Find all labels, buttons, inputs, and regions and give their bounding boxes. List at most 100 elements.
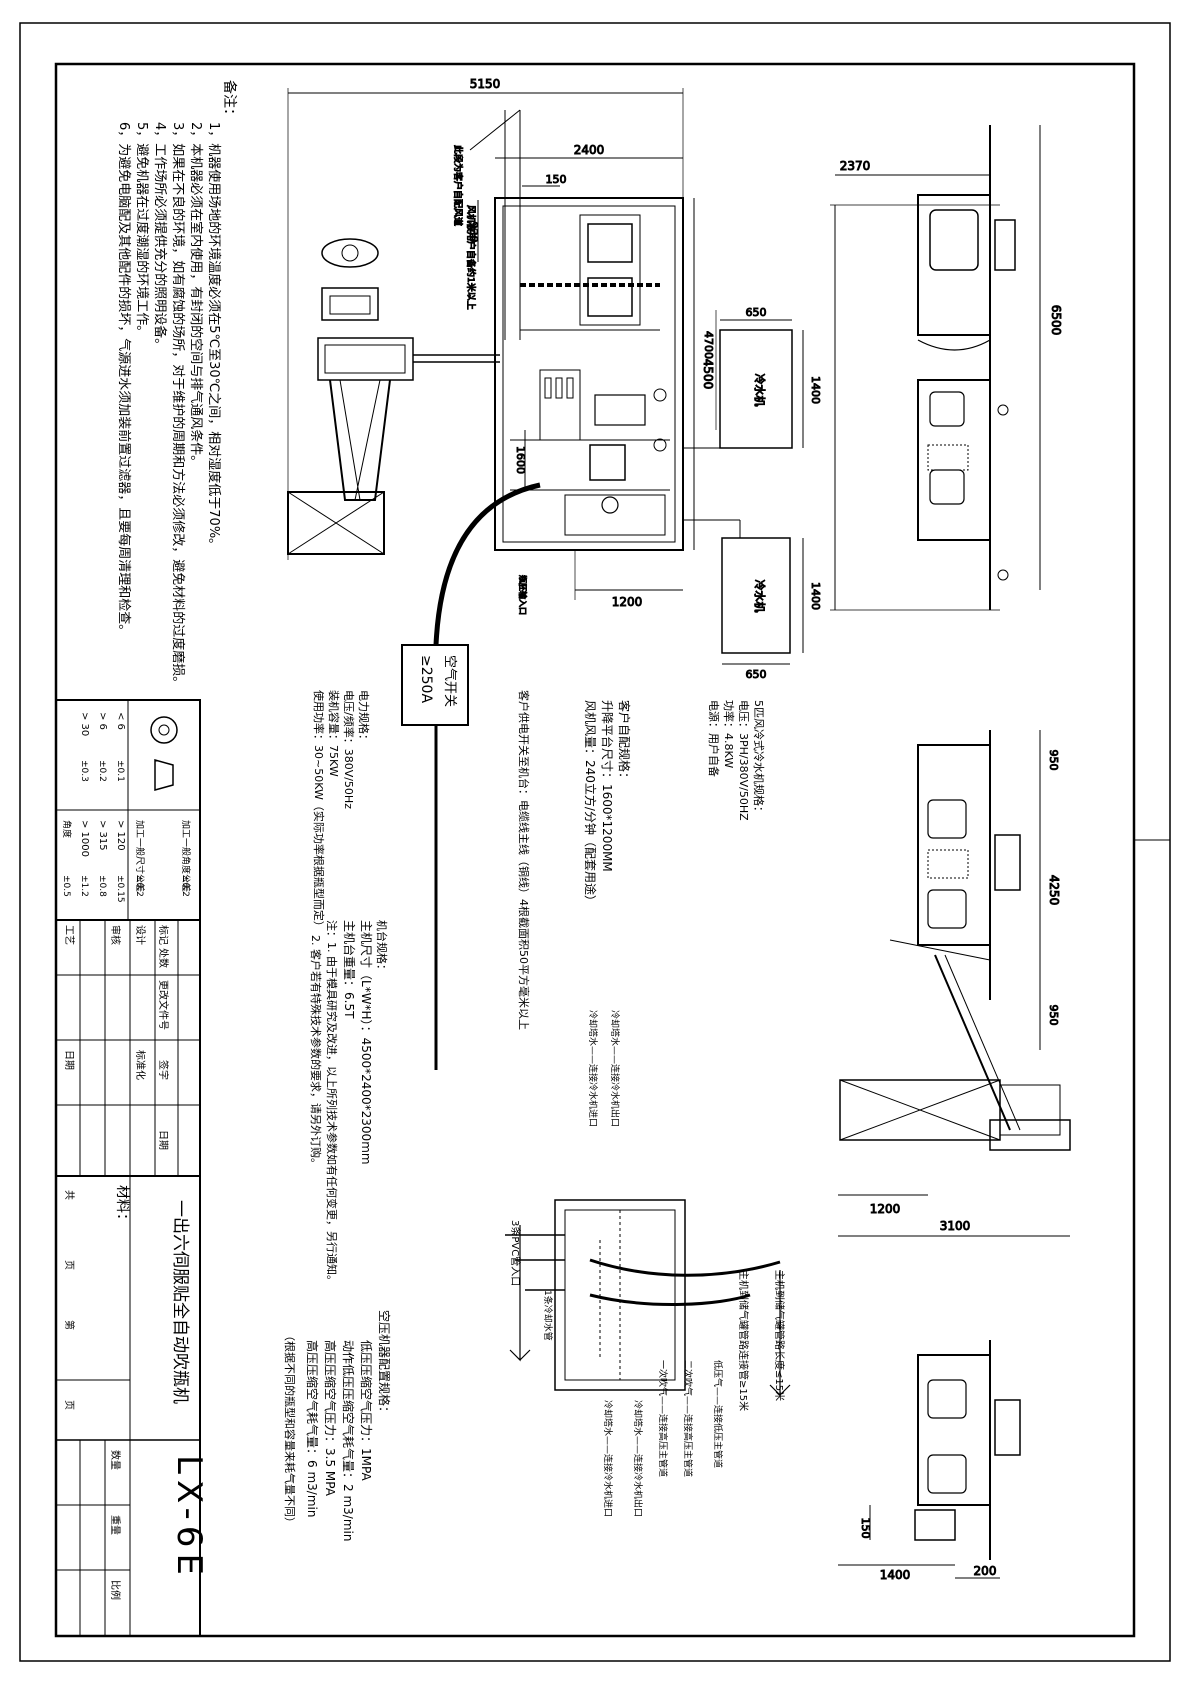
dim-650-top: 650 bbox=[746, 306, 767, 319]
dim-1200: 1200 bbox=[612, 595, 643, 609]
end-elevation: 150 1400 200 bbox=[838, 1340, 1021, 1583]
side-elevation-top: 2370 6500 bbox=[830, 125, 1064, 611]
tol-header-right: 加工一般角度公差 bbox=[180, 820, 192, 892]
cable-note: 客户供电开关至机台：电缆线主线（铜线）4根截面积50平方毫米以上 bbox=[517, 690, 531, 1030]
feeder-inlet-label: 瓶胚输入口 bbox=[518, 575, 528, 615]
chiller-spec-voltage: 电压：3PH/380V/50HZ bbox=[737, 700, 750, 821]
power-total: 装机容量：75KW bbox=[327, 690, 341, 777]
power-usage: 使用功率：30~50KW（实际功率根据瓶型而定） bbox=[312, 690, 326, 932]
tol-right-extra: ±0.2 bbox=[180, 875, 190, 897]
tb-sign: 签字 bbox=[157, 1060, 170, 1080]
remark-5: 5，避免机器在过度潮湿的环境工作。 bbox=[134, 122, 150, 338]
tol-r3-c: > 1000 bbox=[79, 820, 90, 857]
power-heading: 电力规格： bbox=[357, 690, 371, 745]
dim-6500: 6500 bbox=[1049, 305, 1063, 336]
machine-spec-weight: 主机台重量：6.5T bbox=[342, 920, 357, 1019]
pipe-item-2: 冷却塔水——连接冷水机进口 bbox=[587, 1010, 599, 1127]
tb-design: 设计 bbox=[134, 925, 147, 945]
tb-file-no: 更改文件号 bbox=[157, 980, 170, 1030]
tol-r1-d: ±0.15 bbox=[115, 875, 125, 903]
air-low-flow: 动作低压压缩空气耗气量：2 m3/min bbox=[341, 1340, 356, 1541]
customer-prep-airflow: 风机风量：240立方/分钟（配套用途） bbox=[583, 700, 598, 907]
machine-outline bbox=[494, 197, 684, 551]
tb-process: 工艺 bbox=[63, 925, 75, 945]
tb-sheet: 第 bbox=[63, 1320, 76, 1330]
chiller-1 bbox=[719, 329, 793, 449]
air-high-pressure: 高压压缩空气压力：3.5 MPA bbox=[323, 1340, 338, 1497]
dim-4250: 4250 bbox=[1047, 875, 1061, 906]
remark-2: 2，本机器必须在室内使用，有封闭的空间与排气通风条件。 bbox=[188, 122, 204, 468]
dim-930: 930 bbox=[467, 222, 480, 243]
plan-view: 5150 2400 150 930 4500 bbox=[287, 77, 823, 682]
air-spec: 空压机器配置规格： 低压压缩空气压力：1MPA 动作低压压缩空气耗气量：2 m3… bbox=[283, 1310, 392, 1541]
tb-standard: 标准化 bbox=[134, 1050, 147, 1080]
pvc-note: 1条冷却水管 bbox=[542, 1290, 554, 1341]
switch-label-2: ≥250A bbox=[418, 655, 434, 703]
tol-left-extra: ±0.2 bbox=[134, 875, 144, 897]
chiller-spec: 5匹风冷式冷水机规格： 电压：3PH/380V/50HZ 功率：4.8KW 电源… bbox=[707, 700, 766, 821]
tol-r1-a: < 6 bbox=[115, 712, 126, 730]
model-number: LX-6E bbox=[169, 1455, 209, 1581]
dim-2400: 2400 bbox=[574, 143, 605, 157]
pipe-diagram bbox=[505, 1199, 791, 1397]
power-voltage: 电压/频率：380V/50Hz bbox=[342, 690, 356, 809]
tb-weight: 重量 bbox=[109, 1515, 122, 1535]
pvc-inlet: 3条PVC管入口 bbox=[509, 1220, 522, 1286]
dim-950-top: 950 bbox=[1047, 750, 1060, 771]
pipe-item-1: 冷却塔水——连接冷水机出口 bbox=[609, 1010, 621, 1127]
chiller-2-label: 冷水机 bbox=[753, 580, 767, 613]
tol-r1-c: > 120 bbox=[115, 820, 126, 851]
title-block-text: 加工一般尺寸公差 加工一般角度公差 ±0.2 ±0.2 < 6 ±0.1 > 6… bbox=[61, 712, 209, 1600]
switch-label-1: 空气开关 bbox=[442, 655, 458, 707]
tb-total: 共 bbox=[63, 1190, 75, 1200]
projection-symbol bbox=[150, 716, 178, 744]
tol-r4-c: 角度 bbox=[61, 820, 73, 838]
air-spec-heading: 空压机器配置规格： bbox=[377, 1310, 392, 1418]
tb-date: 日期 bbox=[157, 1130, 169, 1150]
air-switch-box: 空气开关 ≥250A bbox=[401, 644, 469, 1070]
remark-6: 6，为避免电脑配及其他配件的损坏，气源进水须加装前置过滤器，且要每周清理和检查。 bbox=[116, 122, 132, 637]
tb-page-2: 页 bbox=[63, 1400, 75, 1410]
dim-5150: 5150 bbox=[470, 77, 501, 91]
pipe-main-note: 主机到储气罐管路长度≤15米 bbox=[773, 1270, 786, 1401]
tb-review: 审核 bbox=[109, 925, 122, 945]
machine-spec: 机台规格： 主机尺寸（L*W*H）：4500*2400*2300mm 主机台重量… bbox=[309, 920, 389, 1286]
dim-4700: 4700 bbox=[702, 331, 715, 359]
dim-1400-bottom: 1400 bbox=[809, 582, 822, 610]
duct-note-2: 风机被用户自备约1米以上 bbox=[465, 205, 477, 310]
pipe-item-7: 冷却塔水——连接冷水机进口 bbox=[602, 1400, 614, 1517]
remark-4: 4，工作场所必须提供充分的照明设备。 bbox=[152, 122, 168, 351]
machine-spec-heading: 机台规格： bbox=[375, 920, 389, 975]
air-low-pressure: 低压压缩空气压力：1MPA bbox=[359, 1340, 374, 1481]
unscrambler bbox=[321, 238, 379, 268]
tol-header-left: 加工一般尺寸公差 bbox=[134, 820, 146, 892]
machine-spec-note1: 注：1. 由于模具研究及改进，以上所列技术参数如有任何变更，另行通知。 bbox=[325, 920, 339, 1286]
tol-r3-b: ±0.3 bbox=[79, 760, 89, 782]
chiller-2 bbox=[721, 537, 791, 654]
side-elevation-middle: 950 4250 950 bbox=[889, 730, 1062, 1131]
remark-3: 3，如果在不良的环境，如有腐蚀的场所，对于维护的周期和方法必须修改，避免材料的过… bbox=[170, 122, 186, 689]
power-spec: 电力规格： 电压/频率：380V/50Hz 装机容量：75KW 使用功率：30~… bbox=[312, 690, 531, 1030]
remarks-heading: 备注： bbox=[221, 80, 238, 122]
tb-date-label: 日期 bbox=[63, 1050, 75, 1070]
machine-spec-note2: 2. 客户若有特殊技术参数的要求，请另外订购。 bbox=[309, 935, 323, 1169]
air-note: （根据不同的瓶型和容量来耗气量不同） bbox=[283, 1330, 297, 1528]
dim-3100: 3100 bbox=[940, 1219, 971, 1233]
outer-frame bbox=[19, 22, 1171, 1662]
dim-1600: 1600 bbox=[514, 446, 527, 474]
tb-page-1: 页 bbox=[63, 1260, 75, 1270]
chiller-spec-note: 电源：用户自备 bbox=[707, 700, 721, 777]
title-block bbox=[55, 699, 201, 1637]
dim-1400-end: 1400 bbox=[880, 1568, 911, 1582]
customer-prep-platform: 升降平台尺寸：1600*1200MM bbox=[600, 700, 615, 872]
chiller-1-label: 冷水机 bbox=[753, 374, 767, 407]
tb-qty: 数量 bbox=[109, 1450, 122, 1470]
remarks-block: 备注： 1，机器使用场地的环境温度必须在5℃至30℃之间，相对湿度低于70%。 … bbox=[116, 80, 238, 689]
drawing-title: 一出六伺服贴全自动吹瓶机 bbox=[170, 1200, 190, 1404]
loader-elevation: 1200 3100 bbox=[838, 1079, 1071, 1237]
duct-note-1: 此段为客户自配风道 bbox=[452, 145, 464, 226]
tol-r2-c: > 315 bbox=[97, 820, 108, 851]
dim-1400-top: 1400 bbox=[809, 376, 822, 404]
tol-r3-d: ±1.2 bbox=[79, 875, 89, 897]
